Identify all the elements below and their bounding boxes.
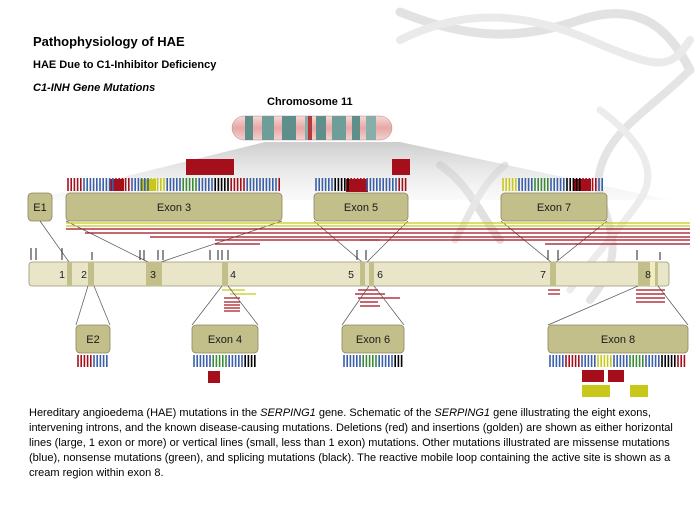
exon-box-e2: E2 — [75, 324, 111, 354]
connectors-lower — [75, 285, 689, 326]
caption-part-1: Hereditary angioedema (HAE) mutations in… — [29, 407, 261, 419]
exon-box-e1: E1 — [27, 192, 53, 222]
exon-box-e5-label: Exon 5 — [344, 202, 378, 214]
gene-diagram: E1 Exon 3 Exon 5 Exon 7 — [27, 7, 695, 397]
exon-box-e6: Exon 6 — [341, 324, 405, 354]
exon-box-e3-label: Exon 3 — [157, 202, 191, 214]
exon-box-e5: Exon 5 — [313, 192, 409, 222]
exon-number-3: 3 — [150, 269, 156, 281]
deletions-lower — [222, 289, 665, 312]
mutations-lower — [77, 355, 686, 397]
exon-number-8: 8 — [645, 269, 651, 281]
page-title: Pathophysiology of HAE — [33, 34, 185, 49]
figure-caption: Hereditary angioedema (HAE) mutations in… — [29, 406, 689, 481]
exon-number-1: 1 — [59, 269, 65, 281]
splice-ticks — [30, 248, 661, 260]
chromosome-label: Chromosome 11 — [267, 96, 353, 108]
exon-number-6: 6 — [377, 269, 383, 281]
exon-number-7: 7 — [540, 269, 546, 281]
chromosome-11 — [231, 115, 393, 141]
exon-box-e4-label: Exon 4 — [208, 334, 242, 346]
exon-box-e7: Exon 7 — [500, 192, 608, 222]
caption-gene-1: SERPING1 — [260, 407, 316, 419]
mutations-upper — [67, 159, 604, 192]
caption-part-3: gene illustrating the eight exons, inter… — [29, 407, 673, 479]
exon-number-5: 5 — [348, 269, 354, 281]
exon-number-labels: 1 2 3 4 5 6 7 8 — [59, 269, 651, 281]
exon-box-e2-label: E2 — [86, 334, 99, 346]
connectors-upper — [39, 220, 608, 263]
exon-box-e6-label: Exon 6 — [356, 334, 390, 346]
exon-box-e7-label: Exon 7 — [537, 202, 571, 214]
page-subtitle: HAE Due to C1-Inhibitor Deficiency — [33, 59, 217, 71]
gene-bar — [28, 261, 670, 287]
section-title: C1-INH Gene Mutations — [33, 82, 156, 94]
exon-box-e3: Exon 3 — [65, 192, 283, 222]
exon-box-e1-label: E1 — [33, 202, 46, 214]
exon-number-4: 4 — [230, 269, 236, 281]
exon-box-e8: Exon 8 — [547, 324, 689, 354]
exon-box-e8-label: Exon 8 — [601, 334, 635, 346]
caption-part-2: gene. Schematic of the — [315, 407, 435, 419]
exon-number-2: 2 — [81, 269, 87, 281]
large-rearrangements — [66, 222, 690, 245]
caption-gene-2: SERPING1 — [434, 407, 491, 419]
exon-box-e4: Exon 4 — [191, 324, 259, 354]
